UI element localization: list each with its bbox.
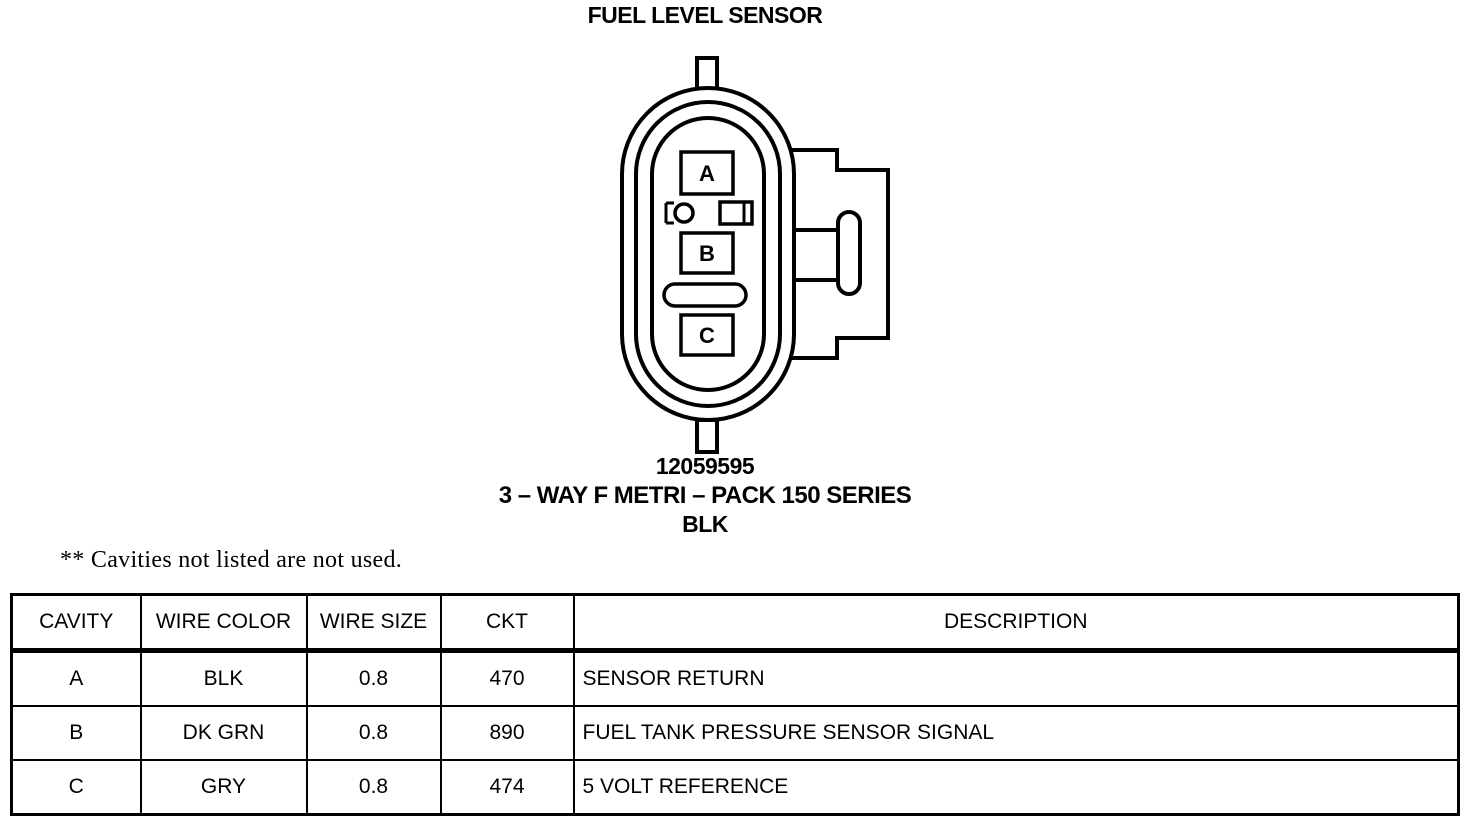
cavity-label-b: B [699, 241, 715, 266]
cavity-b-box [679, 231, 735, 275]
table-header-row: CAVITY WIRE COLOR WIRE SIZE CKT DESCRIPT… [10, 593, 1460, 653]
table-row: B DK GRN 0.8 890 FUEL TANK PRESSURE SENS… [10, 705, 1460, 761]
cell-cavity: B [10, 705, 142, 761]
center-rib [662, 282, 748, 308]
top-key-tab [695, 56, 719, 92]
cavity-a-box [679, 150, 735, 196]
connector-outer-shell [620, 86, 796, 422]
connector-type: 3 – WAY F METRI – PACK 150 SERIES [498, 482, 912, 509]
cell-wire-color: BLK [139, 649, 308, 707]
header-cavity: CAVITY [10, 593, 142, 653]
connector-face-drawing: A B C [620, 56, 890, 454]
connector-color: BLK [682, 511, 728, 537]
cell-cavity: A [10, 649, 142, 707]
cell-wire-color: GRY [139, 759, 308, 816]
lock-tab [718, 200, 754, 226]
cell-wire-color: DK GRN [139, 705, 308, 761]
connector-middle-shell [634, 100, 782, 408]
table-row: C GRY 0.8 474 5 VOLT REFERENCE [10, 759, 1460, 816]
cell-wire-size: 0.8 [305, 649, 442, 707]
cell-wire-size: 0.8 [305, 759, 442, 816]
header-ckt: CKT [439, 593, 575, 653]
pinout-table: CAVITY WIRE COLOR WIRE SIZE CKT DESCRIPT… [10, 593, 1460, 816]
diagram-title: FUEL LEVEL SENSOR [587, 2, 823, 28]
cavity-c-box [679, 313, 735, 357]
cell-ckt: 470 [439, 649, 575, 707]
cell-description: FUEL TANK PRESSURE SENSOR SIGNAL [572, 705, 1460, 761]
bottom-key-tab [695, 418, 719, 454]
cell-description: SENSOR RETURN [572, 649, 1460, 707]
header-wire-color: WIRE COLOR [139, 593, 308, 653]
cell-cavity: C [10, 759, 142, 816]
cell-ckt: 890 [439, 705, 575, 761]
cavity-label-c: C [699, 323, 715, 348]
cell-ckt: 474 [439, 759, 575, 816]
header-wire-size: WIRE SIZE [305, 593, 442, 653]
table-row: A BLK 0.8 470 SENSOR RETURN [10, 649, 1460, 707]
connector-inner-shell [650, 116, 766, 392]
polarizing-hole [673, 202, 695, 224]
cell-wire-size: 0.8 [305, 705, 442, 761]
connector-part-number: 12059595 [655, 453, 755, 479]
cell-description: 5 VOLT REFERENCE [572, 759, 1460, 816]
cavity-note: ** Cavities not listed are not used. [60, 547, 403, 573]
cavity-label-a: A [699, 161, 715, 186]
header-description: DESCRIPTION [572, 593, 1460, 653]
latch-slot [836, 210, 862, 296]
